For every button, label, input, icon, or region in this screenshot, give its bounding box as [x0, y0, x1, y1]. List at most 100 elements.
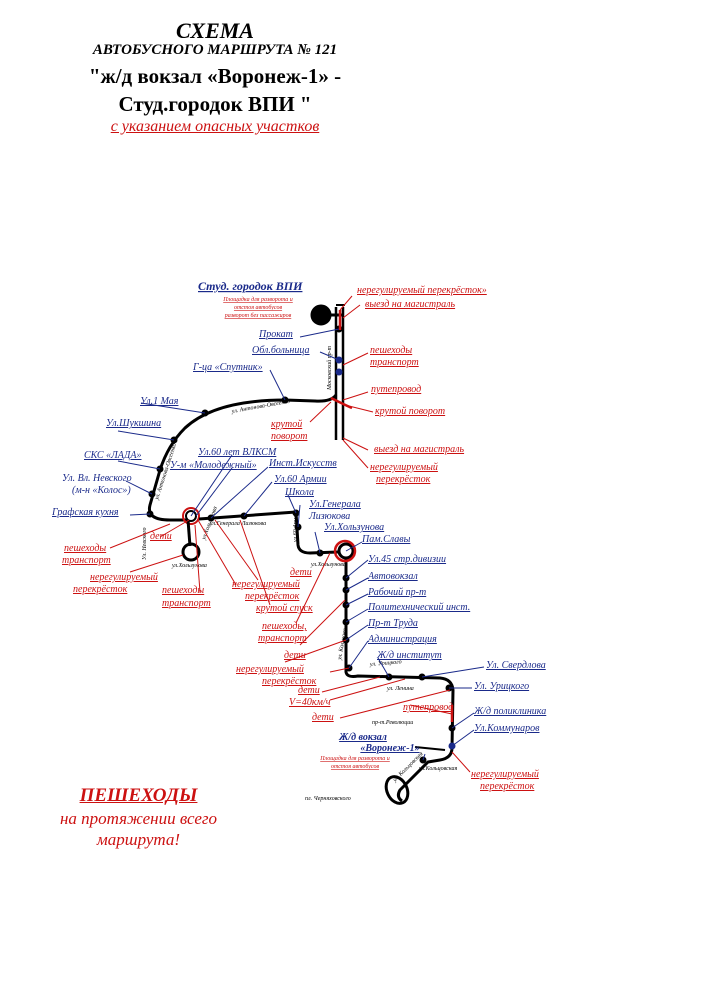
stop-sverdlova: Ул. Свердлова [486, 660, 546, 671]
stop-truda: Пр-т Труда [367, 618, 418, 629]
stop-grafskaya: Графская кухня [51, 507, 119, 518]
stop-avtovokzal: Автовокзал [367, 571, 418, 582]
hazard-overpass-1: путепровод [371, 384, 421, 395]
stop-vlksm: Ул.60 лет ВЛКСМ [198, 447, 277, 458]
street-koltsova: ул.Кольцовская [418, 766, 457, 772]
stop-pamslavy: Пам.Славы [361, 534, 411, 545]
street-revolucii: пр-т.Революции [372, 720, 413, 726]
terminus-bottom-label-1: Ж/д вокзал [338, 732, 387, 743]
hazard-sharp-turn-2b: поворот [271, 431, 307, 442]
hazard-labels: нерегулируемый перекрёсток» выезд на маг… [62, 285, 539, 792]
stop-holzunova: Ул.Хользунова [324, 522, 384, 533]
hazard-steep-descent: крутой спуск [256, 603, 313, 614]
hazard-children-1: дети [150, 531, 172, 542]
stop-shukshina: Ул.Шукшина [106, 418, 161, 429]
street-lenina: ул. Ленина [386, 686, 414, 692]
hazard-sharp-turn-2a: крутой [271, 419, 302, 430]
stop-admin: Администрация [367, 634, 437, 645]
hazard-pedestrians-4a: пешеходы, [262, 621, 307, 632]
hazard-children-5: дети [312, 712, 334, 723]
street-moskovsky: Московский пр-т [326, 345, 333, 391]
hazard-unregulated-6a: нерегулируемый [471, 769, 539, 780]
stop-zdinst: Ж/д институт [376, 650, 442, 661]
stop-iskusstv: Инст.Искусств [268, 458, 337, 469]
hazard-pedestrians-1b: транспорт [370, 357, 419, 368]
hazard-pedestrians-3b: транспорт [162, 598, 211, 609]
street-nevskogo: Ул. Невского [142, 528, 148, 560]
stop-zdpoliklinika: Ж/д поликлиника [473, 706, 546, 717]
footer-note-line-1: на протяжении всего [59, 809, 218, 828]
stop-lada: СКС «ЛАДА» [84, 450, 142, 461]
stop-lizyukova-2: Лизюкова [308, 511, 350, 522]
terminus-bottom-label-2: «Воронеж-1» [360, 743, 419, 754]
hazard-pedestrians-2a: пешеходы [64, 543, 106, 554]
hazard-children-3: дети [284, 650, 306, 661]
hazard-unregulated-2a: нерегулируемый [370, 462, 438, 473]
stop-lizyukova-1: Ул.Генерала [309, 499, 361, 510]
street-chernyahovskogo: пл. Черняховского [305, 796, 351, 802]
footer-note-line-2: маршрута! [96, 830, 181, 849]
stop-1maya: Ул.1 Мая [140, 396, 179, 407]
hazard-unregulated-6b: перекрёсток [480, 781, 535, 792]
stop-leader-lines [117, 328, 485, 761]
title-hazards-note: с указанием опасных участков [110, 118, 320, 135]
hazard-exit-1: выезд на магистраль [365, 299, 456, 310]
title-route-to: Студ.городок ВПИ " [118, 92, 312, 116]
terminus-top-label: Студ. городок ВПИ [198, 279, 303, 293]
footer-pedestrians-note: на протяжении всего маршрута! [0, 808, 277, 850]
hazard-pedestrians-3a: пешеходы [162, 585, 204, 596]
hazard-overpass-2: путепровод [403, 702, 453, 713]
terminus-bottom-note-2: отстоя автобусов [331, 763, 380, 770]
stop-politeh: Политехнический инст. [367, 602, 470, 613]
footer-pedestrians-title: ПЕШЕХОДЫ [79, 785, 198, 806]
hazard-unregulated-4a: нерегулируемый [232, 579, 300, 590]
hazard-children-2: дети [290, 567, 312, 578]
hazard-unregulated-3a: нерегулируемый [90, 572, 158, 583]
stop-armii: Ул.60 Армии [274, 474, 327, 485]
street-antonova-2: ул. Антонова-Овсеенко [154, 443, 178, 502]
hazard-pedestrians-4b: транспорт [258, 633, 307, 644]
hazard-exit-2: выезд на магистраль [374, 444, 465, 455]
terminus-top-note-2: отстоя автобусов [234, 304, 283, 311]
hazard-mark-pamslavy [333, 539, 357, 563]
street-zhukova: ул.Хользунова [310, 562, 346, 568]
stop-rabochy: Рабочий пр-т [367, 587, 426, 598]
hazard-unregulated-5b: перекрёсток [262, 676, 317, 687]
terminus-top-note-1: Площадка для разворота и [222, 296, 293, 303]
hazard-unregulated-5a: нерегулируемый [236, 664, 304, 675]
stop-molodezhny: У-м «Молодежный» [170, 460, 257, 471]
hazard-unregulated-1: нерегулируемый перекрёсток» [357, 285, 487, 296]
top-terminus-loop [310, 304, 332, 326]
stop-nevskogo-2: (м-н «Колос») [72, 485, 131, 496]
street-holzunova: ул.Хользунова [171, 563, 207, 569]
hazard-unregulated-4b: перекрёсток [245, 591, 300, 602]
terminus-bottom-note-1: Площадка для разворота и [319, 755, 390, 762]
hazard-speed-limit: V=40км/ч [289, 697, 331, 708]
hazard-pedestrians-1a: пешеходы [370, 345, 412, 356]
hazard-unregulated-3b: перекрёсток [73, 584, 128, 595]
title-route-from: "ж/д вокзал «Воронеж-1» - [88, 64, 342, 88]
stop-urickogo: Ул. Урицкого [474, 681, 529, 692]
title-route-number: АВТОБУСНОГО МАРШРУТА № 121 [92, 42, 338, 58]
hazard-unregulated-2b: перекрёсток [376, 474, 431, 485]
hazard-pedestrians-2b: транспорт [62, 555, 111, 566]
stop-nevskogo-1: Ул. Вл. Невского [62, 473, 132, 484]
hazard-mark-overpass [330, 396, 353, 410]
terminus-top-note-3: разворот без пассажиров [224, 312, 292, 319]
hazard-markers [330, 310, 454, 722]
title-scheme: СХЕМА [176, 18, 254, 43]
stop-dot-pedestrian [335, 368, 343, 376]
stop-prokat: Прокат [258, 329, 293, 340]
hazard-sharp-turn-1: крутой поворот [375, 406, 445, 417]
stop-shkola: Школа [284, 487, 314, 498]
stop-obl-bolnitsa: Обл.больница [252, 345, 310, 356]
street-uritskogo: ул. Урицкого [369, 659, 402, 668]
stop-sputnik: Г-ца «Спутник» [192, 362, 263, 373]
stop-kommunarov: Ул.Коммунаров [474, 723, 540, 734]
stop-labels: Прокат Обл.больница Г-ца «Спутник» Ул.1 … [51, 329, 546, 734]
hazard-leader-lines [109, 295, 471, 773]
hazard-children-4: дети [298, 685, 320, 696]
stop-45div: Ул.45 стр.дивизии [368, 554, 446, 565]
